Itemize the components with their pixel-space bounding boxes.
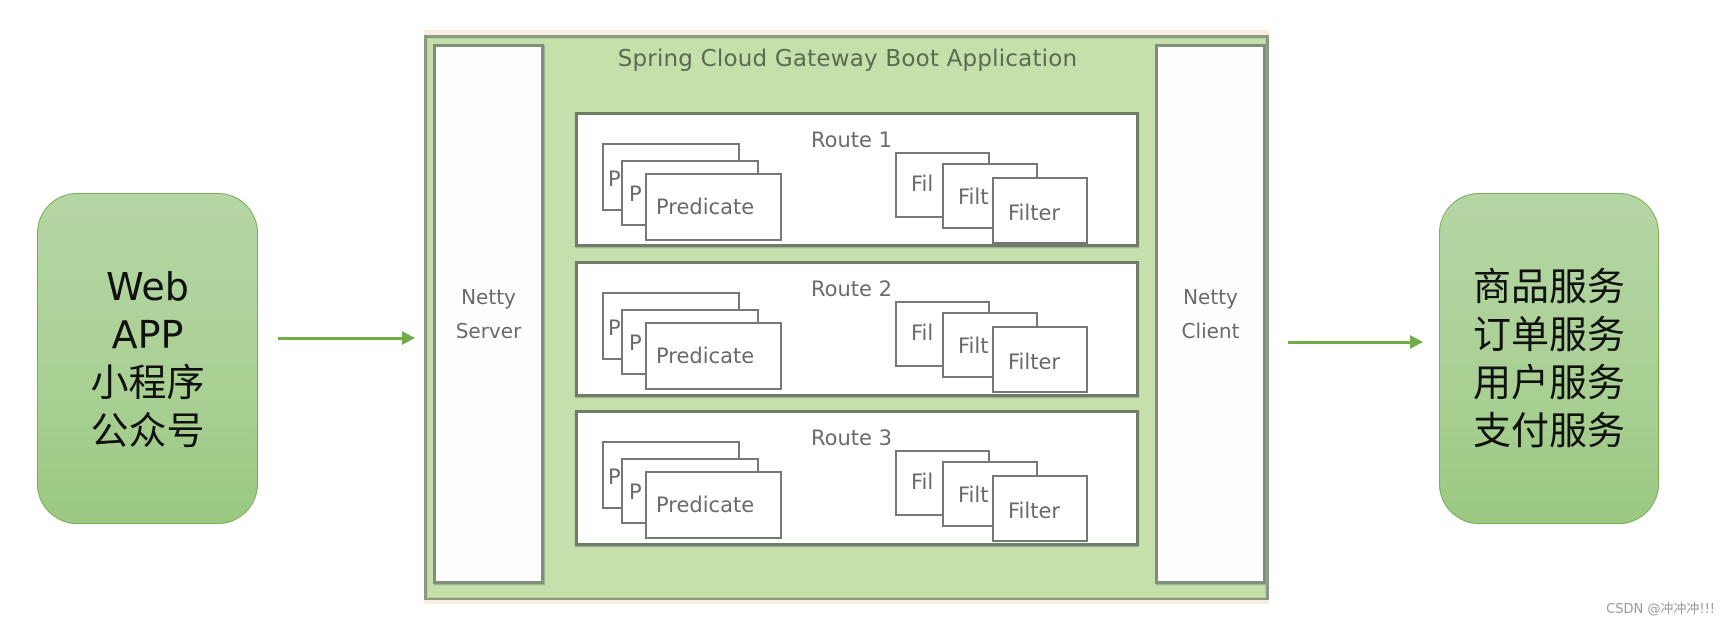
filter-card-front-label: Filter	[1008, 350, 1061, 374]
services-box: 商品服务 订单服务 用户服务 支付服务	[1439, 193, 1659, 524]
arrow-head-icon	[402, 331, 415, 345]
filter-card-front: Filter	[992, 177, 1088, 244]
predicate-card-front: Predicate	[645, 173, 782, 241]
predicate-card-back-label: P	[608, 167, 621, 191]
route-box: Route 2 P P Predicate Fil Filt Filter	[575, 261, 1139, 397]
filter-card-back-label: Fil	[911, 470, 934, 494]
predicate-card-front-label: Predicate	[656, 344, 755, 368]
service-label-user: 用户服务	[1472, 360, 1625, 405]
filter-card-front: Filter	[992, 475, 1088, 542]
netty-client-box: Netty Client	[1155, 44, 1266, 584]
netty-server-label-2: Server	[455, 319, 522, 343]
client-label-web: Web	[106, 264, 189, 309]
predicate-card-front-label: Predicate	[656, 493, 755, 517]
filter-card-back-label: Fil	[911, 321, 934, 345]
gateway-bottom-strip	[424, 600, 1269, 604]
route-label: Route 2	[811, 277, 892, 301]
route-box: Route 3 P P Predicate Fil Filt Filter	[575, 410, 1139, 546]
filter-card-front: Filter	[992, 326, 1088, 393]
filter-card-mid-label: Filt	[958, 483, 989, 507]
arrow-line	[278, 337, 404, 340]
gateway-title: Spring Cloud Gateway Boot Application	[617, 46, 1078, 72]
client-label-mini-program: 小程序	[90, 360, 205, 405]
filter-card-back-label: Fil	[911, 172, 934, 196]
clients-box: Web APP 小程序 公众号	[37, 193, 258, 524]
arrow-head-icon	[1410, 335, 1423, 349]
predicate-card-mid-label: P	[629, 331, 642, 355]
predicate-card-mid-label: P	[629, 182, 642, 206]
filter-card-front-label: Filter	[1008, 201, 1061, 225]
filter-card-mid-label: Filt	[958, 334, 989, 358]
watermark: CSDN @冲冲冲!!!	[1606, 602, 1715, 617]
route-label: Route 1	[811, 128, 892, 152]
predicate-card-front-label: Predicate	[656, 195, 755, 219]
arrow-line	[1288, 341, 1412, 344]
filter-card-front-label: Filter	[1008, 499, 1061, 523]
route-box: Route 1 P P Predicate Fil Filt Filter	[575, 112, 1139, 247]
netty-client-label-1: Netty	[1183, 285, 1238, 309]
predicate-card-mid-label: P	[629, 480, 642, 504]
client-label-app: APP	[111, 312, 184, 357]
filter-card-mid-label: Filt	[958, 185, 989, 209]
predicate-card-back-label: P	[608, 316, 621, 340]
netty-server-box: Netty Server	[433, 44, 544, 584]
service-label-payment: 支付服务	[1472, 408, 1625, 453]
predicate-card-front: Predicate	[645, 471, 782, 539]
service-label-order: 订单服务	[1472, 312, 1625, 357]
service-label-product: 商品服务	[1472, 264, 1625, 309]
route-label: Route 3	[811, 426, 892, 450]
gateway-top-strip	[424, 30, 1269, 36]
predicate-card-front: Predicate	[645, 322, 782, 390]
client-label-official-account: 公众号	[90, 408, 205, 453]
netty-client-label-2: Client	[1181, 319, 1240, 343]
netty-server-label-1: Netty	[461, 285, 516, 309]
predicate-card-back-label: P	[608, 465, 621, 489]
